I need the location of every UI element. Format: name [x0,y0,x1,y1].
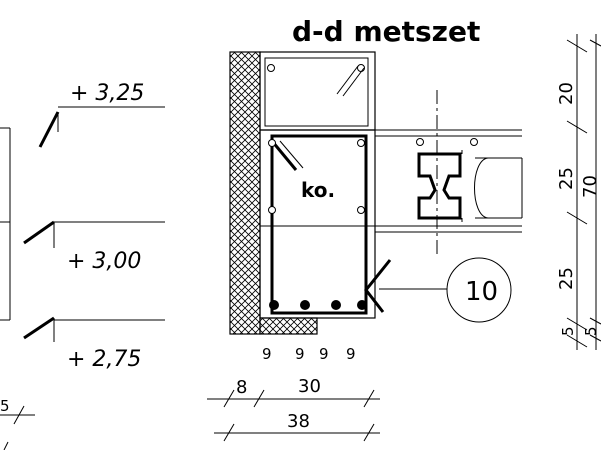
elevation-label-300: + 3,00 [67,249,141,274]
vertical-dimension-chain: 20 25 25 5 5 70 [556,34,601,350]
bottom-bar [357,300,367,310]
horizontal-dimension-8-30: 8 30 [207,376,380,408]
dim-label-30: 30 [298,376,321,397]
upper-wall-block [259,51,376,131]
left-partial-dim-label: 5 [0,397,10,415]
hollow-block [474,157,523,219]
beam-stirrup [270,134,368,315]
dim-label-8: 8 [236,377,247,398]
elevation-label-275: + 2,75 [67,347,141,372]
left-partial-dimension: 5 [0,397,35,450]
elevation-marker-300: + 3,00 [23,220,165,274]
horizontal-dimension-38: 38 [214,411,380,442]
bottom-bar [331,300,341,310]
beam-outline [259,129,376,319]
detail-callout-circle [446,257,512,323]
wall-insulation-hatch [229,51,261,335]
elevation-marker-325: + 3,25 [38,81,165,148]
vdim-label-25a: 25 [556,167,577,190]
bar-dim: 9 [295,345,305,363]
upper-bar [267,64,275,72]
slab-lines [260,129,522,233]
bar-dim: 9 [262,345,272,363]
mid-bar [357,206,365,214]
left-wall-fragment [0,127,11,321]
section-label: ko. [301,178,335,202]
upper-stirrup [264,57,369,127]
bar-dim: 9 [319,345,329,363]
corner-bar [357,139,365,147]
dim-label-38: 38 [287,411,310,432]
elevation-marker-275: + 2,75 [23,316,165,372]
vdim-label-25b: 25 [556,267,577,290]
precast-beam-profile [417,152,462,220]
mid-bar [268,206,276,214]
section-title: d-d metszet [292,15,480,48]
vdim-label-5b: 5 [582,326,600,336]
corner-bar [268,139,276,147]
bottom-insulation-hatch [259,317,318,335]
detail-leader-arrow [364,259,392,313]
bottom-bar [269,300,279,310]
vdim-label-5a: 5 [559,326,577,336]
bar-dimensions: 9 9 9 9 [262,345,356,363]
vdim-label-20: 20 [556,82,577,105]
detail-number: 10 [465,277,498,307]
bar-dim: 9 [346,345,356,363]
bottom-bar [300,300,310,310]
elevation-label-325: + 3,25 [70,81,144,106]
vdim-label-70: 70 [580,175,601,198]
